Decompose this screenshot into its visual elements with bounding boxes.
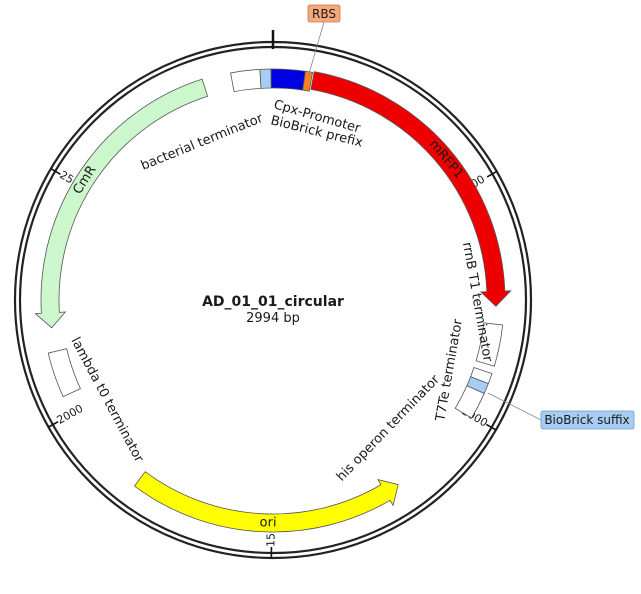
feature-ori[interactable] xyxy=(133,471,399,533)
plasmid-name: AD_01_01_circular xyxy=(202,294,344,310)
biobrick-suffix-callout[interactable]: BioBrick suffix xyxy=(487,392,635,430)
tick-mark xyxy=(48,421,59,428)
feature-label-bacterial-terminator: bacterial terminator xyxy=(139,111,266,174)
feature-label-his-operon-terminator: his operon terminator xyxy=(334,372,443,485)
rbs-callout-box[interactable] xyxy=(307,4,341,23)
tick-label: 2000 xyxy=(55,402,86,427)
rbs-callout[interactable]: RBS xyxy=(307,4,341,78)
feature-label-lambda-t0-terminator: lambda t0 terminator xyxy=(67,335,146,466)
feature-rrnb-t1-terminator[interactable] xyxy=(475,322,504,367)
biobrick-suffix-callout-box[interactable] xyxy=(540,410,635,430)
feature-rbs[interactable] xyxy=(302,70,314,92)
biobrick-suffix-callout-label: BioBrick suffix xyxy=(544,413,629,427)
tick-mark xyxy=(50,167,61,175)
feature-layer xyxy=(34,68,512,533)
feature-mrfp1[interactable] xyxy=(310,71,512,307)
tick-mark xyxy=(486,170,498,178)
feature-lambda-t0-terminator[interactable] xyxy=(47,348,81,398)
feature-label-ori: ori xyxy=(259,515,276,530)
plasmid-length: 2994 bp xyxy=(246,311,300,326)
feature-bacterial-terminator[interactable] xyxy=(230,68,262,93)
feature-label-mrfp1: mRFP1 xyxy=(426,137,466,182)
feature-biobrick-prefix[interactable] xyxy=(259,68,272,89)
feature-his-operon-terminator[interactable] xyxy=(454,385,485,419)
tick-mark xyxy=(485,423,497,431)
rbs-callout-label: RBS xyxy=(312,7,336,21)
feature-cmr[interactable] xyxy=(34,78,209,329)
feature-cpx-promoter[interactable] xyxy=(270,68,306,91)
